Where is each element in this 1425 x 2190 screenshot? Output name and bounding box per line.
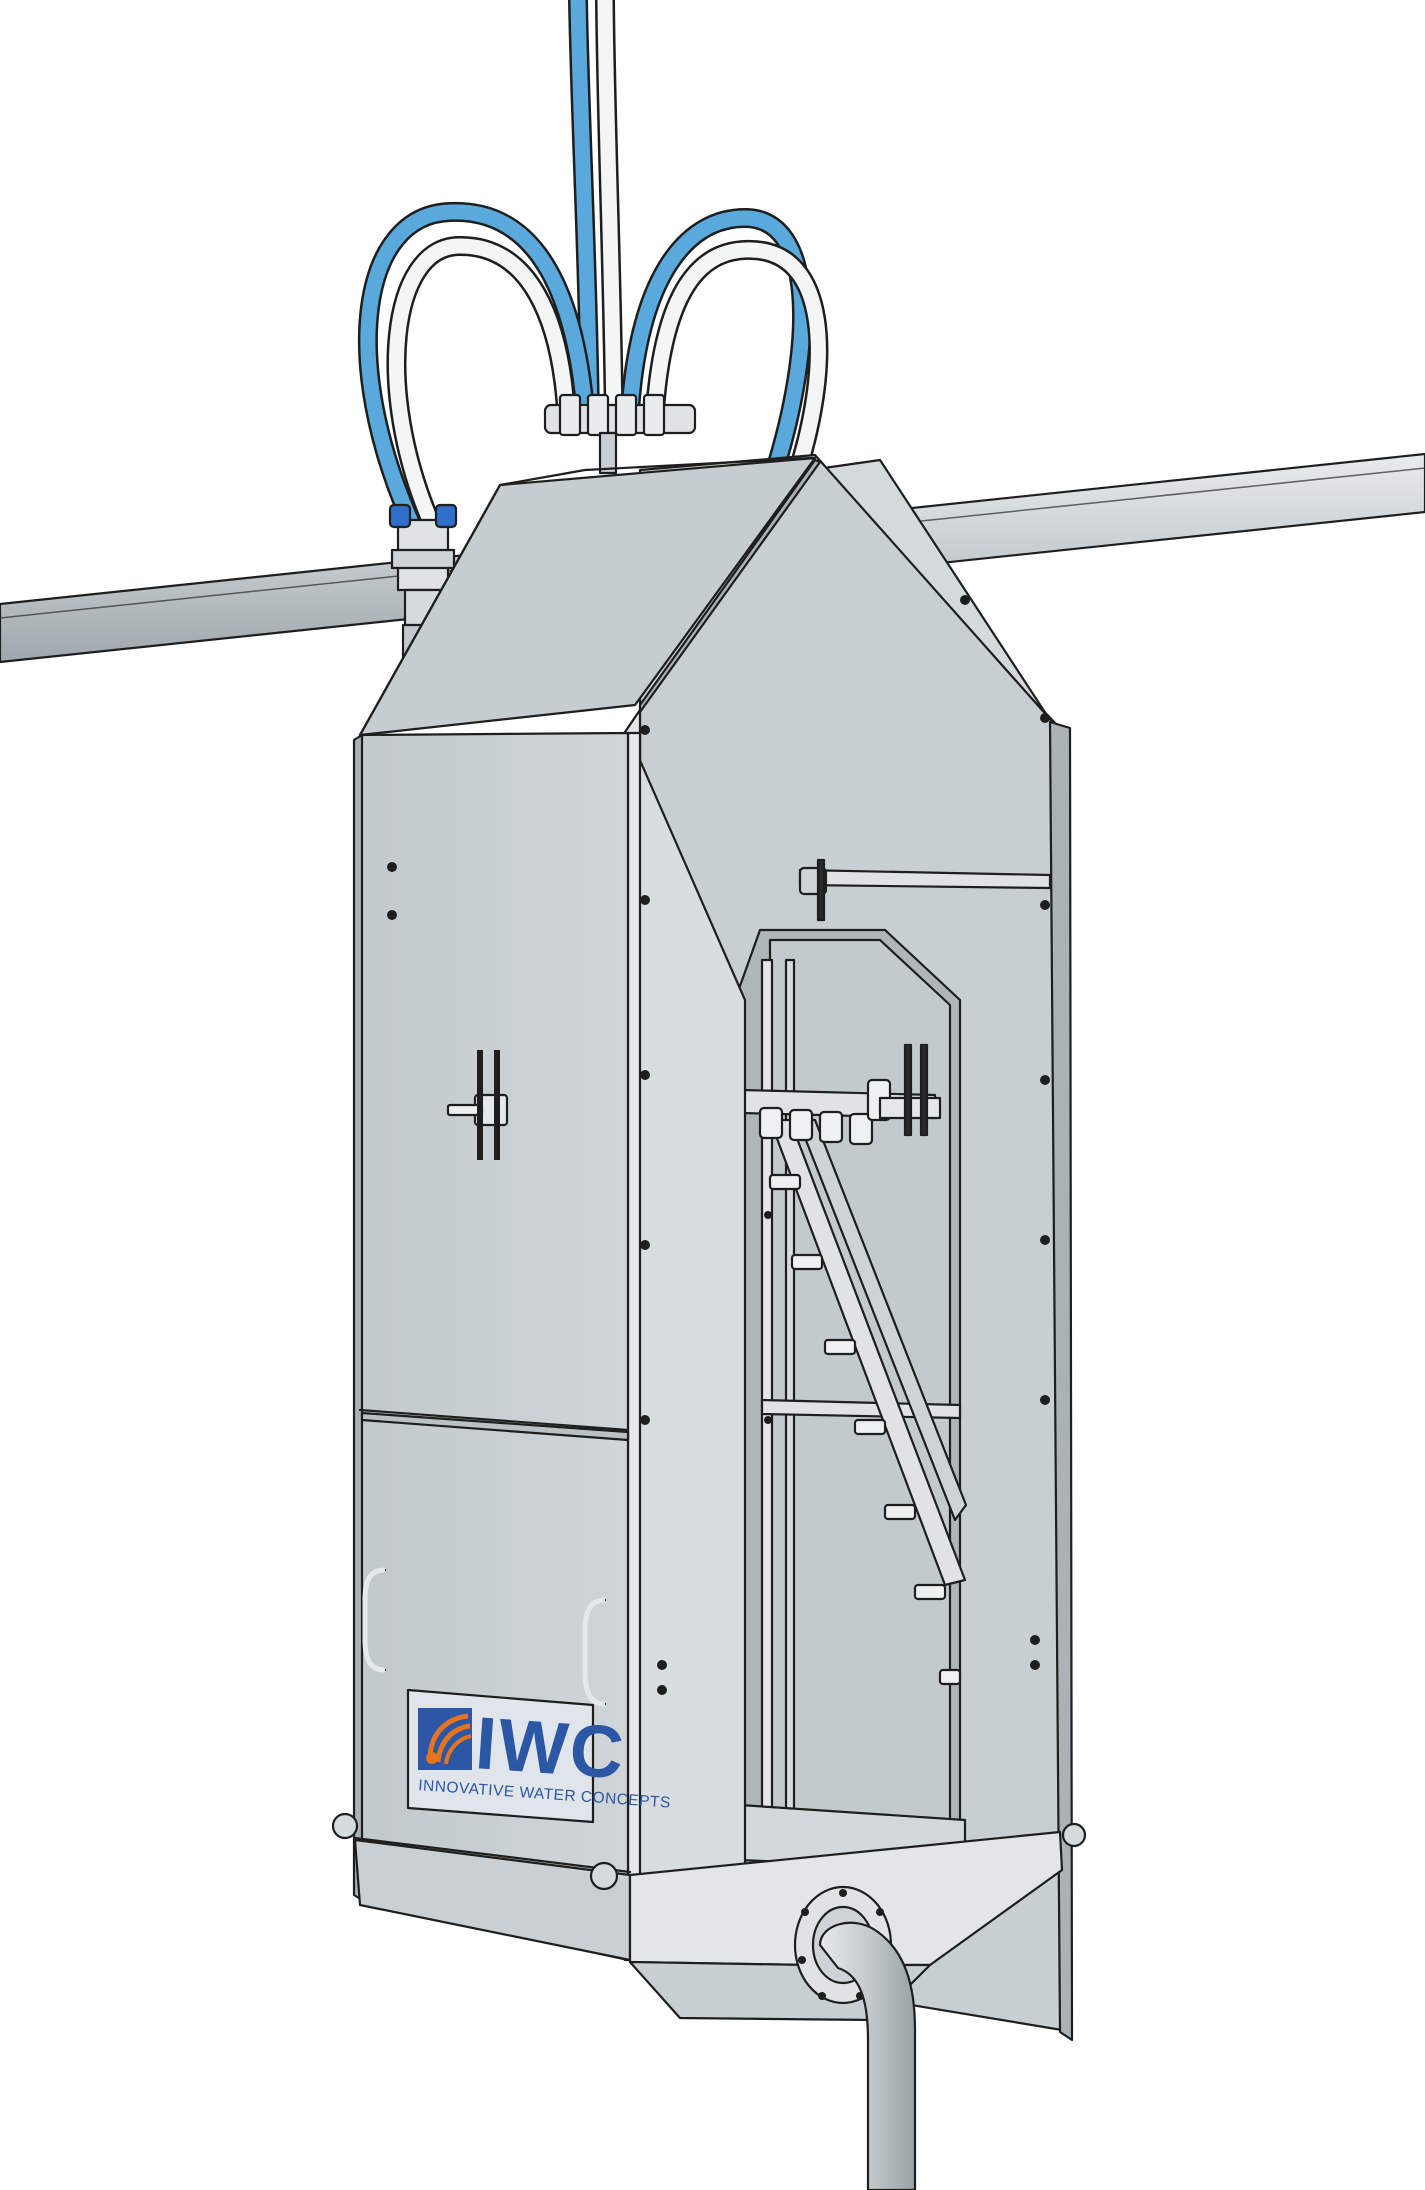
- side-bracket: [798, 858, 1052, 922]
- corner-clamps: [331, 1812, 1087, 1891]
- front-bracket: [446, 1050, 509, 1160]
- supply-hoses: [568, 0, 624, 430]
- left-hose-loop: [358, 201, 595, 530]
- unit-front-panel: [331, 456, 1087, 1962]
- logo-brand-text: IWC: [473, 1701, 628, 1794]
- right-bolts: [725, 535, 1050, 1670]
- spray-nozzles: [768, 1173, 962, 1686]
- iwc-logo-icon: [418, 1708, 472, 1770]
- front-bolts: [387, 725, 667, 1695]
- hose-bundle: [358, 0, 829, 530]
- internal-manifold: [740, 1043, 942, 1146]
- door-handle-icon: [362, 1567, 607, 1707]
- drain-pipe: [793, 1885, 917, 2190]
- right-hose-loop: [620, 207, 829, 480]
- blue-valve-icon: [388, 503, 458, 529]
- hose-fitting-manifold: [543, 393, 697, 475]
